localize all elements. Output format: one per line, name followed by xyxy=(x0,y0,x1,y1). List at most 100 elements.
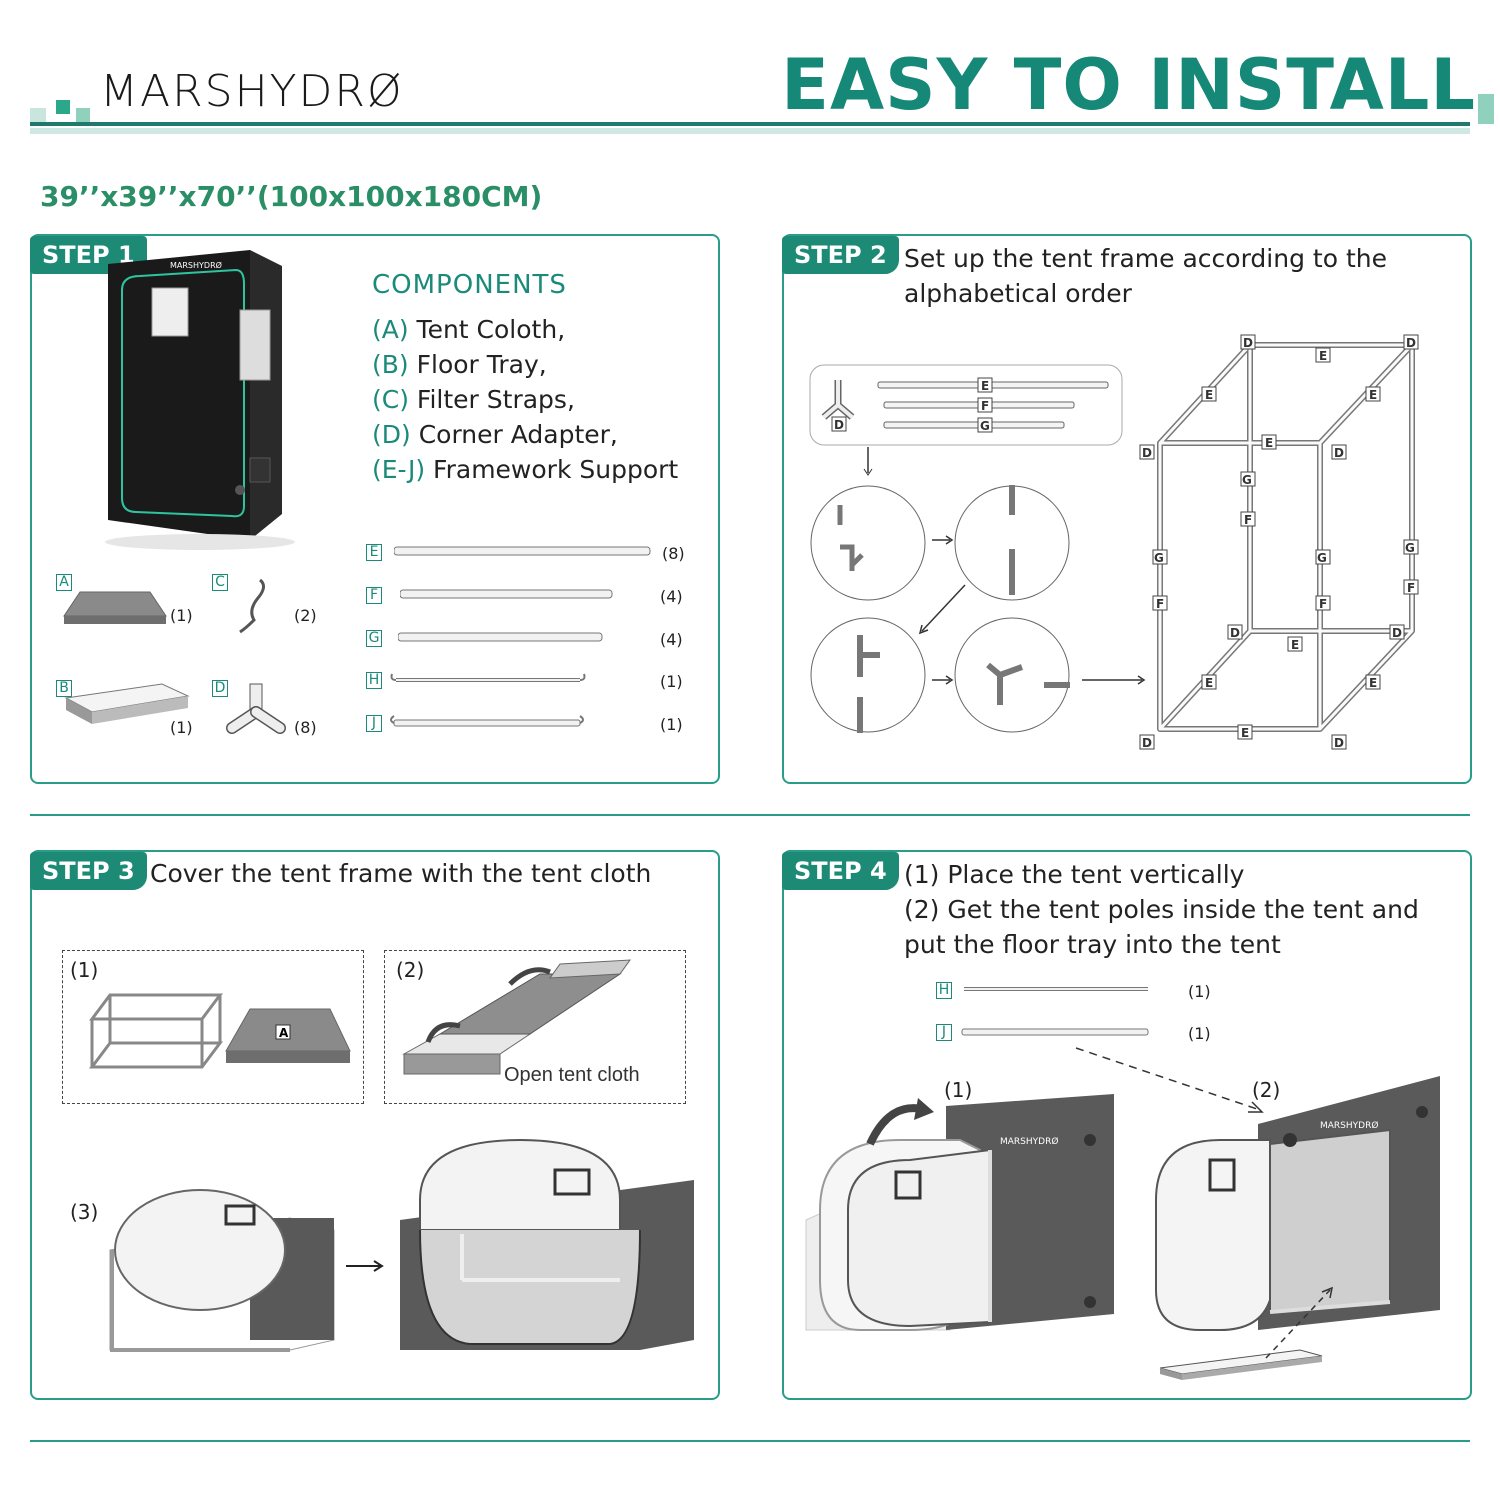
size-label: 39’’x39’’x70’’(100x100x180CM) xyxy=(40,180,543,213)
components-title: COMPONENTS xyxy=(372,270,567,300)
svg-text:E: E xyxy=(1319,349,1327,363)
bottom-divider xyxy=(30,1440,1470,1442)
pole-j-qty: (1) xyxy=(660,715,683,734)
step4-pole-j-label: J xyxy=(936,1024,952,1041)
svg-text:D: D xyxy=(1334,446,1344,460)
part-d-label: D xyxy=(212,680,228,697)
step3-substep1-box xyxy=(62,950,364,1104)
pole-g-qty: (4) xyxy=(660,630,683,649)
cover-frame-illustration xyxy=(109,1138,694,1352)
pole-j-icon xyxy=(390,715,584,727)
component-e-j: (E-J) Framework Support xyxy=(372,455,679,484)
tent2-brand: MARSHYDRØ xyxy=(1320,1120,1378,1131)
place-tent-vertically-illustration: MARSHYDRØ MARSHYDRØ xyxy=(805,1047,1440,1380)
svg-text:D: D xyxy=(834,418,844,432)
header-rule-light xyxy=(30,128,1470,134)
svg-text:F: F xyxy=(981,399,989,413)
part-a-label: A xyxy=(56,574,72,591)
svg-text:E: E xyxy=(1205,676,1213,690)
svg-text:E: E xyxy=(1265,436,1273,450)
step3-substep3-label: (3) xyxy=(70,1200,99,1224)
pole-e-qty: (8) xyxy=(662,544,685,563)
svg-text:F: F xyxy=(1319,597,1327,611)
tent-cloth-icon xyxy=(63,591,167,624)
svg-text:G: G xyxy=(980,419,990,433)
pole-h-icon xyxy=(390,673,586,682)
svg-text:D: D xyxy=(1392,626,1402,640)
step4-pole-j-qty: (1) xyxy=(1188,1024,1211,1043)
pole-h-qty: (1) xyxy=(660,672,683,691)
svg-text:MARSHYDRØ: MARSHYDRØ xyxy=(170,260,222,270)
svg-text:D: D xyxy=(1142,446,1152,460)
pole-g-label: G xyxy=(366,630,382,647)
svg-text:F: F xyxy=(1407,581,1415,595)
step2-instruction-line2: alphabetical order xyxy=(904,279,1132,308)
svg-text:D: D xyxy=(1142,736,1152,750)
pole-f-qty: (4) xyxy=(660,587,683,606)
component-b: (B) Floor Tray, xyxy=(372,350,547,379)
step3-substep2-box xyxy=(384,950,686,1104)
frame-assembly-diagram: E F G D D D E E E D D E G F G xyxy=(809,334,1419,750)
step4-pole-j-icon xyxy=(961,1028,1149,1036)
part-b-label: B xyxy=(56,680,72,697)
step4-instruction-line2: (2) Get the tent poles inside the tent a… xyxy=(904,895,1419,924)
step1-tag: STEP 1 xyxy=(30,236,147,274)
part-b-qty: (1) xyxy=(170,718,193,737)
svg-text:E: E xyxy=(1369,388,1377,402)
pole-e-icon xyxy=(394,546,651,556)
step4-instruction-line3: put the floor tray into the tent xyxy=(904,930,1281,959)
header-rule xyxy=(30,122,1470,126)
svg-text:E: E xyxy=(1241,726,1249,740)
part-a-qty: (1) xyxy=(170,606,193,625)
pole-e-label: E xyxy=(366,544,382,561)
header-accent-squares xyxy=(30,92,90,122)
floor-tray-icon xyxy=(64,683,190,724)
step4-substep2-label: (2) xyxy=(1252,1078,1281,1102)
pole-h-label: H xyxy=(366,672,382,689)
section-divider xyxy=(30,814,1470,816)
step2-tag: STEP 2 xyxy=(782,236,899,274)
pole-f-icon xyxy=(400,589,613,599)
component-d: (D) Corner Adapter, xyxy=(372,420,618,449)
part-c-label: C xyxy=(212,574,228,591)
step3-instruction: Cover the tent frame with the tent cloth xyxy=(150,859,652,888)
step4-tag: STEP 4 xyxy=(782,852,899,890)
frame-and-cloth-illustration: A xyxy=(89,993,351,1069)
corner-adapter-icon xyxy=(226,683,286,734)
page-title: EASY TO INSTALL xyxy=(781,44,1476,126)
svg-text:F: F xyxy=(1156,597,1164,611)
step2-instruction-line1: Set up the tent frame according to the xyxy=(904,244,1387,273)
svg-text:F: F xyxy=(1244,513,1252,527)
svg-text:E: E xyxy=(1205,388,1213,402)
step4-pole-h-icon xyxy=(964,987,1148,991)
svg-text:E: E xyxy=(1369,676,1377,690)
part-c-qty: (2) xyxy=(294,606,317,625)
pole-j-label: J xyxy=(366,715,382,732)
open-tent-cloth-label: Open tent cloth xyxy=(504,1064,640,1086)
pole-g-icon xyxy=(398,632,603,642)
step4-substep1-label: (1) xyxy=(944,1078,973,1102)
pole-f-label: F xyxy=(366,587,382,604)
svg-text:D: D xyxy=(1406,336,1416,350)
svg-text:D: D xyxy=(1334,736,1344,750)
step4-pole-h-label: H xyxy=(936,982,952,999)
step3-tag: STEP 3 xyxy=(30,852,147,890)
step4-pole-h-qty: (1) xyxy=(1188,982,1211,1001)
component-c: (C) Filter Straps, xyxy=(372,385,575,414)
step4-instruction-line1: (1) Place the tent vertically xyxy=(904,860,1245,889)
cloth-tag-a: A xyxy=(279,1026,289,1040)
svg-text:D: D xyxy=(1230,626,1240,640)
header-right-squares xyxy=(1478,94,1494,124)
open-tent-cloth-illustration xyxy=(402,959,632,1075)
svg-text:E: E xyxy=(981,379,989,393)
svg-text:G: G xyxy=(1154,551,1164,565)
svg-text:D: D xyxy=(1243,336,1253,350)
svg-text:G: G xyxy=(1242,473,1252,487)
svg-text:G: G xyxy=(1317,551,1327,565)
svg-text:E: E xyxy=(1291,638,1299,652)
component-a: (A) Tent Coloth, xyxy=(372,315,566,344)
step3-substep2-label: (2) xyxy=(396,958,425,982)
step3-substep1-label: (1) xyxy=(70,958,99,982)
filter-strap-icon xyxy=(239,578,265,634)
part-d-qty: (8) xyxy=(294,718,317,737)
